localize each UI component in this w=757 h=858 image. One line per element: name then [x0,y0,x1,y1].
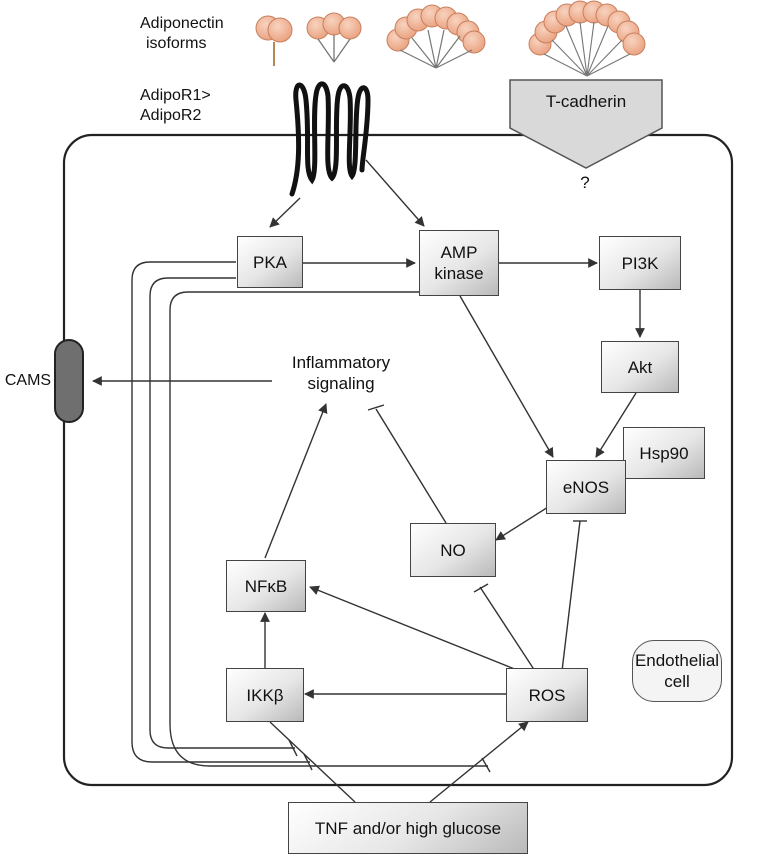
node-amp-kinase-line2: kinase [434,264,484,283]
arrow-receptor-to-pka [269,197,301,228]
endothelial-line1: Endothelial [634,651,720,670]
t-cadherin-shape [509,79,663,169]
node-tnf-high-glucose: TNF and/or high glucose [288,802,528,854]
adiponectin-monomer [255,15,293,66]
endothelial-line2: cell [664,672,690,691]
inhibit-loop-pka-1 [131,261,310,763]
node-ros: ROS [506,668,588,722]
node-pi3k: PI3K [599,236,681,290]
t-cadherin-question: ? [580,173,590,192]
node-amp-kinase-line1: AMP [440,243,478,262]
inhibit-no-to-inflammatory [375,408,447,524]
adiponectin-label-line2: isoforms [146,35,207,52]
inflammatory-signaling: Inflammatory signaling [276,352,406,394]
adipor-label-line2: AdipoR2 [140,107,202,124]
endothelial-cell-label: Endothelial cell [632,640,722,702]
node-amp-kinase: AMP kinase [419,230,499,296]
adiponectin-label: Adiponectin isoforms [140,14,252,54]
node-akt: Akt [601,341,679,393]
inhibit-ros-to-enos [561,520,581,672]
inhibit-loop-bar-2 [288,739,298,757]
t-cadherin-label: T-cadherin [545,92,627,111]
arrow-receptor-to-amp [365,159,425,227]
arrow-ros-to-nfkb [309,585,523,673]
inhibit-bar-inflammatory [367,404,385,411]
adiponectin-hmw [528,0,646,77]
adipor-label: AdipoR1> AdipoR2 [140,86,252,126]
node-ikkb: IKKβ [226,668,304,722]
inhibit-bar-no [473,583,489,593]
adiponectin-trimer [306,12,362,63]
cams-label: CAMS [4,372,52,389]
adipor-label-line1: AdipoR1> [140,87,211,104]
inhibit-loop-amp [169,291,488,767]
adiponectin-hexamer [386,4,486,69]
cell-membrane [62,133,734,787]
cams-icon [54,339,84,423]
node-nfkb: NFκB [226,560,306,612]
node-pka: PKA [237,236,303,288]
node-hsp90: Hsp90 [623,427,705,479]
inflammatory-line2: signaling [307,374,375,393]
inhibit-loop-bar-1 [303,753,313,771]
arrow-akt-to-enos [595,392,637,458]
inhibit-ros-to-no [479,586,536,672]
node-no: NO [410,523,496,577]
inhibit-loop-bar-3 [481,757,491,773]
adiponectin-label-line1: Adiponectin [140,15,224,32]
node-enos: eNOS [546,460,626,514]
inflammatory-line1: Inflammatory [291,353,391,372]
arrow-amp-to-enos [459,295,554,458]
arrow-tnf-to-ros [429,721,529,803]
inhibit-loop-pka-2 [149,277,295,749]
adipor-receptor-icon [289,81,371,197]
arrow-nfkb-to-inflammatory [264,403,328,559]
line-tnf-to-ikkb [269,721,356,803]
